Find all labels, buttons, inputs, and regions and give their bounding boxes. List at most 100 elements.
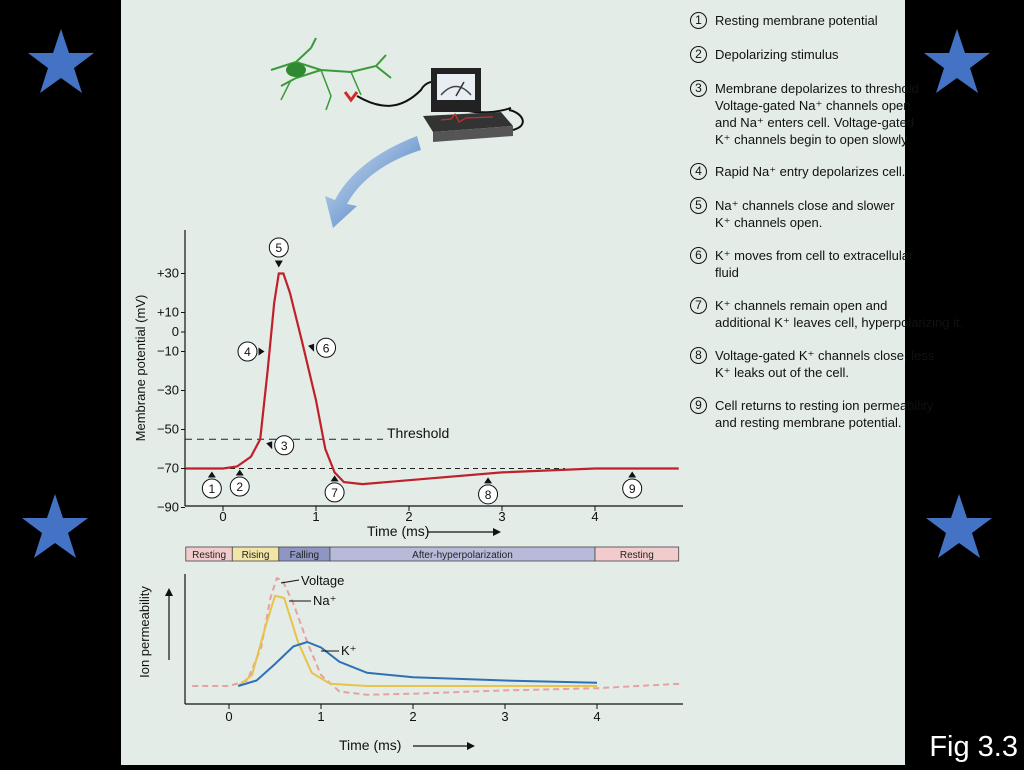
y-tick-label: −30 — [157, 383, 179, 398]
marker-label: 2 — [236, 480, 243, 494]
neuron-illustration — [270, 37, 392, 111]
marker-pointer — [308, 343, 315, 352]
marker-circle — [316, 337, 337, 358]
legend-number: 9 — [690, 397, 707, 414]
marker-label: 9 — [629, 482, 636, 496]
y-tick-label: −70 — [157, 461, 179, 476]
legend-number: 6 — [690, 247, 707, 264]
legend-text: Depolarizing stimulus — [715, 47, 839, 62]
marker-circle — [268, 237, 289, 258]
marker-circle — [201, 478, 222, 499]
x-tick-label: 3 — [498, 509, 505, 524]
legend-item: 4 Rapid Na⁺ entry depolarizes cell. — [690, 163, 905, 180]
legend-item: 9 Cell returns to resting ion permeabilit… — [690, 397, 933, 431]
phase-label: Falling — [290, 550, 319, 561]
legend-text: K⁺ channels remain open and additional K… — [715, 298, 964, 330]
oscilloscope-icon — [423, 109, 524, 142]
legend-text: Voltage-gated K⁺ channels close; less K⁺… — [715, 348, 935, 380]
figure-panel: Membrane potential (mV) +30 +10 0 −10 −30 −50… — [121, 0, 963, 765]
marker-pointer — [330, 475, 339, 482]
legend-item: 2 Depolarizing stimulus — [690, 46, 839, 63]
marker-pointer — [258, 347, 265, 356]
star-icon — [926, 494, 992, 558]
marker-circle — [274, 435, 295, 456]
marker-label: 6 — [323, 341, 330, 355]
membrane-potential-chart: Membrane potential (mV) +30 +10 0 −10 −30 −50… — [133, 230, 683, 539]
marker-pointer — [266, 441, 273, 450]
x-tick-label: 1 — [317, 709, 324, 724]
voltage-leader-line — [280, 579, 300, 584]
star-icon — [22, 494, 88, 558]
x-axis-arrow-head — [493, 528, 501, 536]
legend-item: 5 Na⁺ channels close and slower K⁺ channe… — [690, 197, 895, 231]
legend-number: 1 — [690, 12, 707, 29]
marker-pointer — [274, 260, 283, 268]
marker-label: 8 — [485, 488, 492, 502]
marker-label: 7 — [331, 486, 338, 500]
x-tick-label: 4 — [593, 709, 600, 724]
phase-label: Resting — [192, 550, 226, 561]
legend-number: 2 — [690, 46, 707, 63]
x-tick-label: 3 — [501, 709, 508, 724]
series-label-na: Na⁺ — [313, 593, 336, 608]
action-potential-trace — [185, 272, 679, 486]
y-axis-label: Membrane potential (mV) — [133, 295, 148, 442]
legend-text: Rapid Na⁺ entry depolarizes cell. — [715, 164, 906, 179]
marker-circle — [478, 484, 499, 505]
legend-text: Cell returns to resting ion permeability… — [715, 398, 934, 430]
phase-label: Resting — [620, 550, 654, 561]
marker-circle — [229, 476, 250, 497]
y-tick-label: +10 — [157, 305, 179, 320]
voltmeter-icon — [431, 68, 481, 112]
marker-circle — [622, 478, 643, 499]
star-icon — [28, 29, 94, 93]
legend-number: 8 — [690, 347, 707, 364]
legend-number: 4 — [690, 163, 707, 180]
x-tick-label: 4 — [591, 509, 598, 524]
marker-label: 4 — [244, 345, 251, 359]
pointing-arrow-icon — [325, 136, 421, 228]
legend-text: Membrane depolarizes to threshold Voltag… — [715, 81, 919, 147]
series-k-line — [237, 640, 598, 687]
electrode-icon — [343, 80, 512, 114]
y-tick-label: 0 — [172, 324, 179, 339]
marker-pointer — [235, 469, 244, 476]
y-tick-label: −10 — [157, 344, 179, 359]
x-axis-arrow-head — [467, 742, 475, 750]
legend-item: 8 Voltage-gated K⁺ channels close; less K… — [690, 347, 934, 381]
x-tick-label: 0 — [219, 509, 226, 524]
legend-text: Na⁺ channels close and slower K⁺ channel… — [715, 198, 895, 230]
x-tick-label: 1 — [312, 509, 319, 524]
legend-item: 1 Resting membrane potential — [690, 12, 878, 29]
y-axis-arrow-head — [165, 588, 173, 596]
action-potential-figure: Membrane potential (mV) +30 +10 0 −10 −30 −50… — [133, 37, 683, 753]
phase-label: Rising — [242, 550, 270, 561]
threshold-label: Threshold — [387, 425, 449, 441]
y-tick-label: −90 — [157, 500, 179, 515]
x-tick-label: 2 — [405, 509, 412, 524]
series-label-voltage: Voltage — [301, 573, 344, 588]
marker-label: 1 — [208, 482, 215, 496]
marker-circle — [324, 482, 345, 503]
marker-pointer — [628, 471, 637, 478]
legend-number: 3 — [690, 80, 707, 97]
legend-item: 3 Membrane depolarizes to threshold Volta… — [690, 80, 919, 148]
series-na-line — [237, 594, 597, 687]
phase-segment — [594, 546, 680, 562]
marker-pointer — [484, 477, 493, 484]
y-tick-label: −50 — [157, 422, 179, 437]
marker-pointer — [207, 471, 216, 478]
y-tick-label: +30 — [157, 266, 179, 281]
marker-label: 5 — [275, 241, 282, 255]
x-axis-label: Time (ms) — [339, 737, 401, 753]
x-axis-label: Time (ms) — [367, 523, 429, 539]
legend-text: Resting membrane potential — [715, 13, 878, 28]
legend-number: 5 — [690, 197, 707, 214]
x-tick-label: 2 — [409, 709, 416, 724]
y-axis-label: Ion permeability — [137, 586, 152, 678]
series-label-k: K⁺ — [341, 643, 357, 658]
